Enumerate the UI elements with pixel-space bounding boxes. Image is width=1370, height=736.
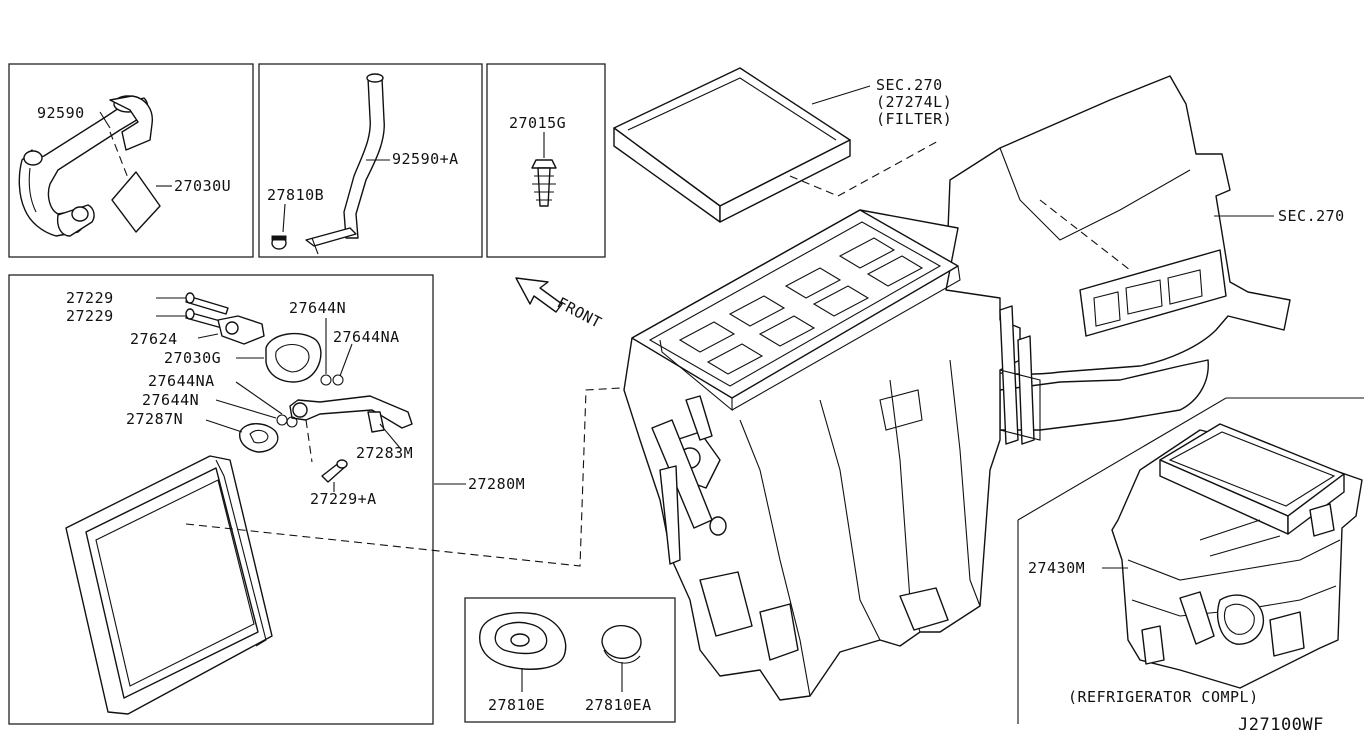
sec-270-filter-line1: SEC.270	[876, 76, 943, 94]
label-27287n: 27287N	[126, 410, 183, 428]
label-27644na-left: 27644NA	[148, 372, 215, 390]
sec-270-blower: SEC.270	[1278, 207, 1345, 225]
label-27644n-left: 27644N	[142, 391, 199, 409]
label-27810e: 27810E	[488, 696, 545, 714]
panel-hose: 92590 27030U	[8, 63, 254, 258]
label-92590-hose: 92590	[37, 104, 85, 122]
label-27030u: 27030U	[174, 177, 231, 195]
front-arrow: FRONT	[515, 277, 605, 332]
panel-grommets: 27810E 27810EA	[464, 597, 676, 723]
panel-evaporator: 27229 27229 27624 27030G 27644NA 27644N …	[8, 274, 621, 725]
label-27624: 27624	[130, 330, 178, 348]
refrigerator-caption: (REFRIGERATOR COMPL)	[1068, 688, 1259, 706]
sec-270-filter-line3: (FILTER)	[876, 110, 952, 128]
heater-unit: SEC.270 (27274L) (FILTER) SEC.270	[613, 67, 1345, 701]
label-27644n-top: 27644N	[289, 299, 346, 317]
panel-pipe: 92590+A 27810B	[258, 63, 483, 258]
label-27229-upper: 27229	[66, 289, 114, 307]
label-92590a: 92590+A	[392, 150, 459, 168]
label-27644na-right: 27644NA	[333, 328, 400, 346]
label-27229-lower: 27229	[66, 307, 114, 325]
refrigerator-compl: 27430M (REFRIGERATOR COMPL)	[1017, 397, 1364, 724]
label-27030g: 27030G	[164, 349, 221, 367]
panel-screw: 27015G	[486, 63, 606, 258]
label-27280m: 27280M	[468, 475, 525, 493]
front-label: FRONT	[554, 294, 605, 332]
diagram-code: J27100WF	[1238, 715, 1324, 735]
label-27810ea: 27810EA	[585, 696, 652, 714]
label-27430m: 27430M	[1028, 559, 1085, 577]
label-27229a: 27229+A	[310, 490, 377, 508]
sec-270-filter-line2: (27274L)	[876, 93, 952, 111]
label-27810b: 27810B	[267, 186, 324, 204]
label-27015g: 27015G	[509, 114, 566, 132]
label-27283m: 27283M	[356, 444, 413, 462]
